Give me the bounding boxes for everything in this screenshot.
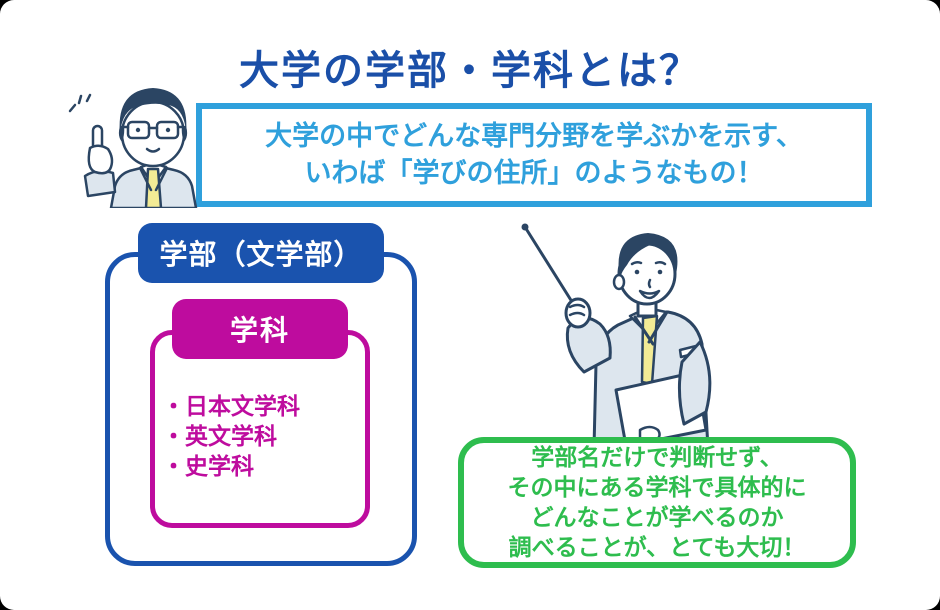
advice-line: 学部名だけで判断せず、 <box>531 444 783 471</box>
department-badge: 学科 <box>172 299 348 359</box>
advice-line: その中にある学科で具体的に <box>507 474 807 501</box>
definition-callout: 大学の中でどんな専門分野を学ぶかを示す、 いわば「学びの住所」のようなもの！ <box>196 103 872 207</box>
faculty-badge: 学部（文学部） <box>138 223 384 283</box>
man-with-pointer-icon <box>521 223 712 448</box>
definition-line: 大学の中でどんな専門分野を学ぶかを示す、 <box>265 121 803 152</box>
department-list-item: ・史学科 <box>162 454 254 480</box>
man-pointing-up-icon <box>68 88 198 208</box>
department-list-item: ・日本文学科 <box>162 394 300 420</box>
department-list: ・日本文学科 ・英文学科 ・史学科 <box>162 392 300 482</box>
advice-line: どんなことが学べるのか <box>530 504 784 531</box>
advice-line: 調べることが、とても大切！ <box>508 534 806 561</box>
page-title: 大学の学部・学科とは？ <box>239 48 701 94</box>
department-list-item: ・英文学科 <box>162 424 277 450</box>
advice-callout: 学部名だけで判断せず、 その中にある学科で具体的に どんなことが学べるのか 調べ… <box>458 437 856 568</box>
definition-line: いわば「学びの住所」のようなもの！ <box>304 158 764 189</box>
